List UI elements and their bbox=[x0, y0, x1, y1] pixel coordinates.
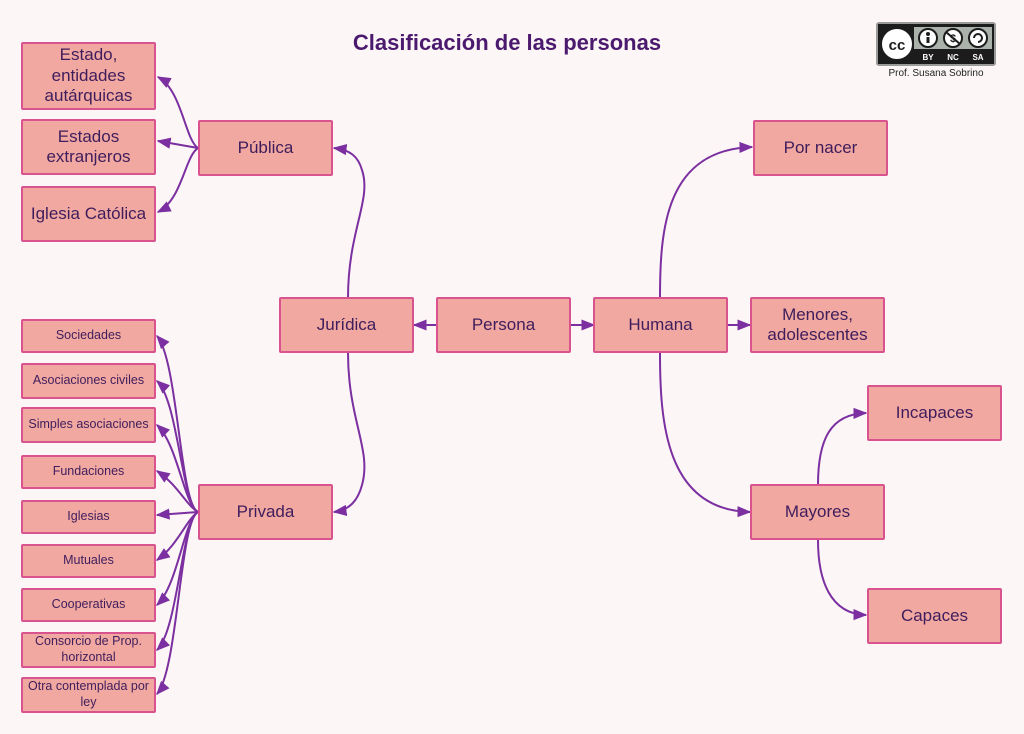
node-publica: Pública bbox=[198, 120, 333, 176]
edge-mayores-incapaces bbox=[817, 407, 868, 486]
edge-humana-pornacer bbox=[659, 141, 754, 299]
edge-juridica-privada bbox=[332, 352, 366, 516]
cc-license-icon: cc $ BY NC SA bbox=[878, 24, 994, 64]
node-fundaciones: Fundaciones bbox=[21, 455, 156, 489]
node-por-nacer: Por nacer bbox=[753, 120, 888, 176]
cc-license-badge: cc $ BY NC SA bbox=[876, 22, 996, 66]
node-humana: Humana bbox=[593, 297, 728, 353]
edge-privada-asociaciones bbox=[155, 380, 199, 513]
edge-privada-iglesias bbox=[155, 508, 199, 520]
node-mutuales: Mutuales bbox=[21, 544, 156, 578]
node-otra: Otra contemplada por ley bbox=[21, 677, 156, 713]
author-caption: Prof. Susana Sobrino bbox=[888, 68, 984, 79]
svg-text:NC: NC bbox=[947, 53, 959, 62]
node-iglesia-catolica: Iglesia Católica bbox=[21, 186, 156, 242]
node-persona: Persona bbox=[436, 297, 571, 353]
edge-juridica-publica bbox=[332, 144, 366, 299]
node-incapaces: Incapaces bbox=[867, 385, 1002, 441]
edge-humana-mayores bbox=[659, 352, 752, 518]
edge-publica-extranjeros bbox=[156, 137, 199, 149]
node-simples-asociaciones: Simples asociaciones bbox=[21, 407, 156, 443]
diagram-title: Clasificación de las personas bbox=[352, 30, 662, 55]
node-mayores: Mayores bbox=[750, 484, 885, 540]
node-consorcio: Consorcio de Prop. horizontal bbox=[21, 632, 156, 668]
edge-privada-otra bbox=[156, 511, 199, 696]
node-juridica: Jurídica bbox=[279, 297, 414, 353]
node-privada: Privada bbox=[198, 484, 333, 540]
svg-text:SA: SA bbox=[972, 53, 983, 62]
node-capaces: Capaces bbox=[867, 588, 1002, 644]
node-menores: Menores, adolescentes bbox=[750, 297, 885, 353]
edge-privada-fundaciones bbox=[155, 470, 199, 513]
edge-mayores-capaces bbox=[817, 539, 868, 621]
svg-text:BY: BY bbox=[922, 53, 934, 62]
svg-text:cc: cc bbox=[889, 37, 906, 54]
node-estado: Estado, entidades autárquicas bbox=[21, 42, 156, 110]
edge-publica-estado bbox=[156, 76, 199, 149]
edge-privada-consorcio bbox=[155, 511, 199, 651]
node-asociaciones-civiles: Asociaciones civiles bbox=[21, 363, 156, 399]
edge-publica-iglesia bbox=[156, 147, 199, 213]
edge-privada-sociedades bbox=[156, 334, 199, 513]
node-sociedades: Sociedades bbox=[21, 319, 156, 353]
node-cooperativas: Cooperativas bbox=[21, 588, 156, 622]
node-estados-extranjeros: Estados extranjeros bbox=[21, 119, 156, 175]
node-iglesias: Iglesias bbox=[21, 500, 156, 534]
